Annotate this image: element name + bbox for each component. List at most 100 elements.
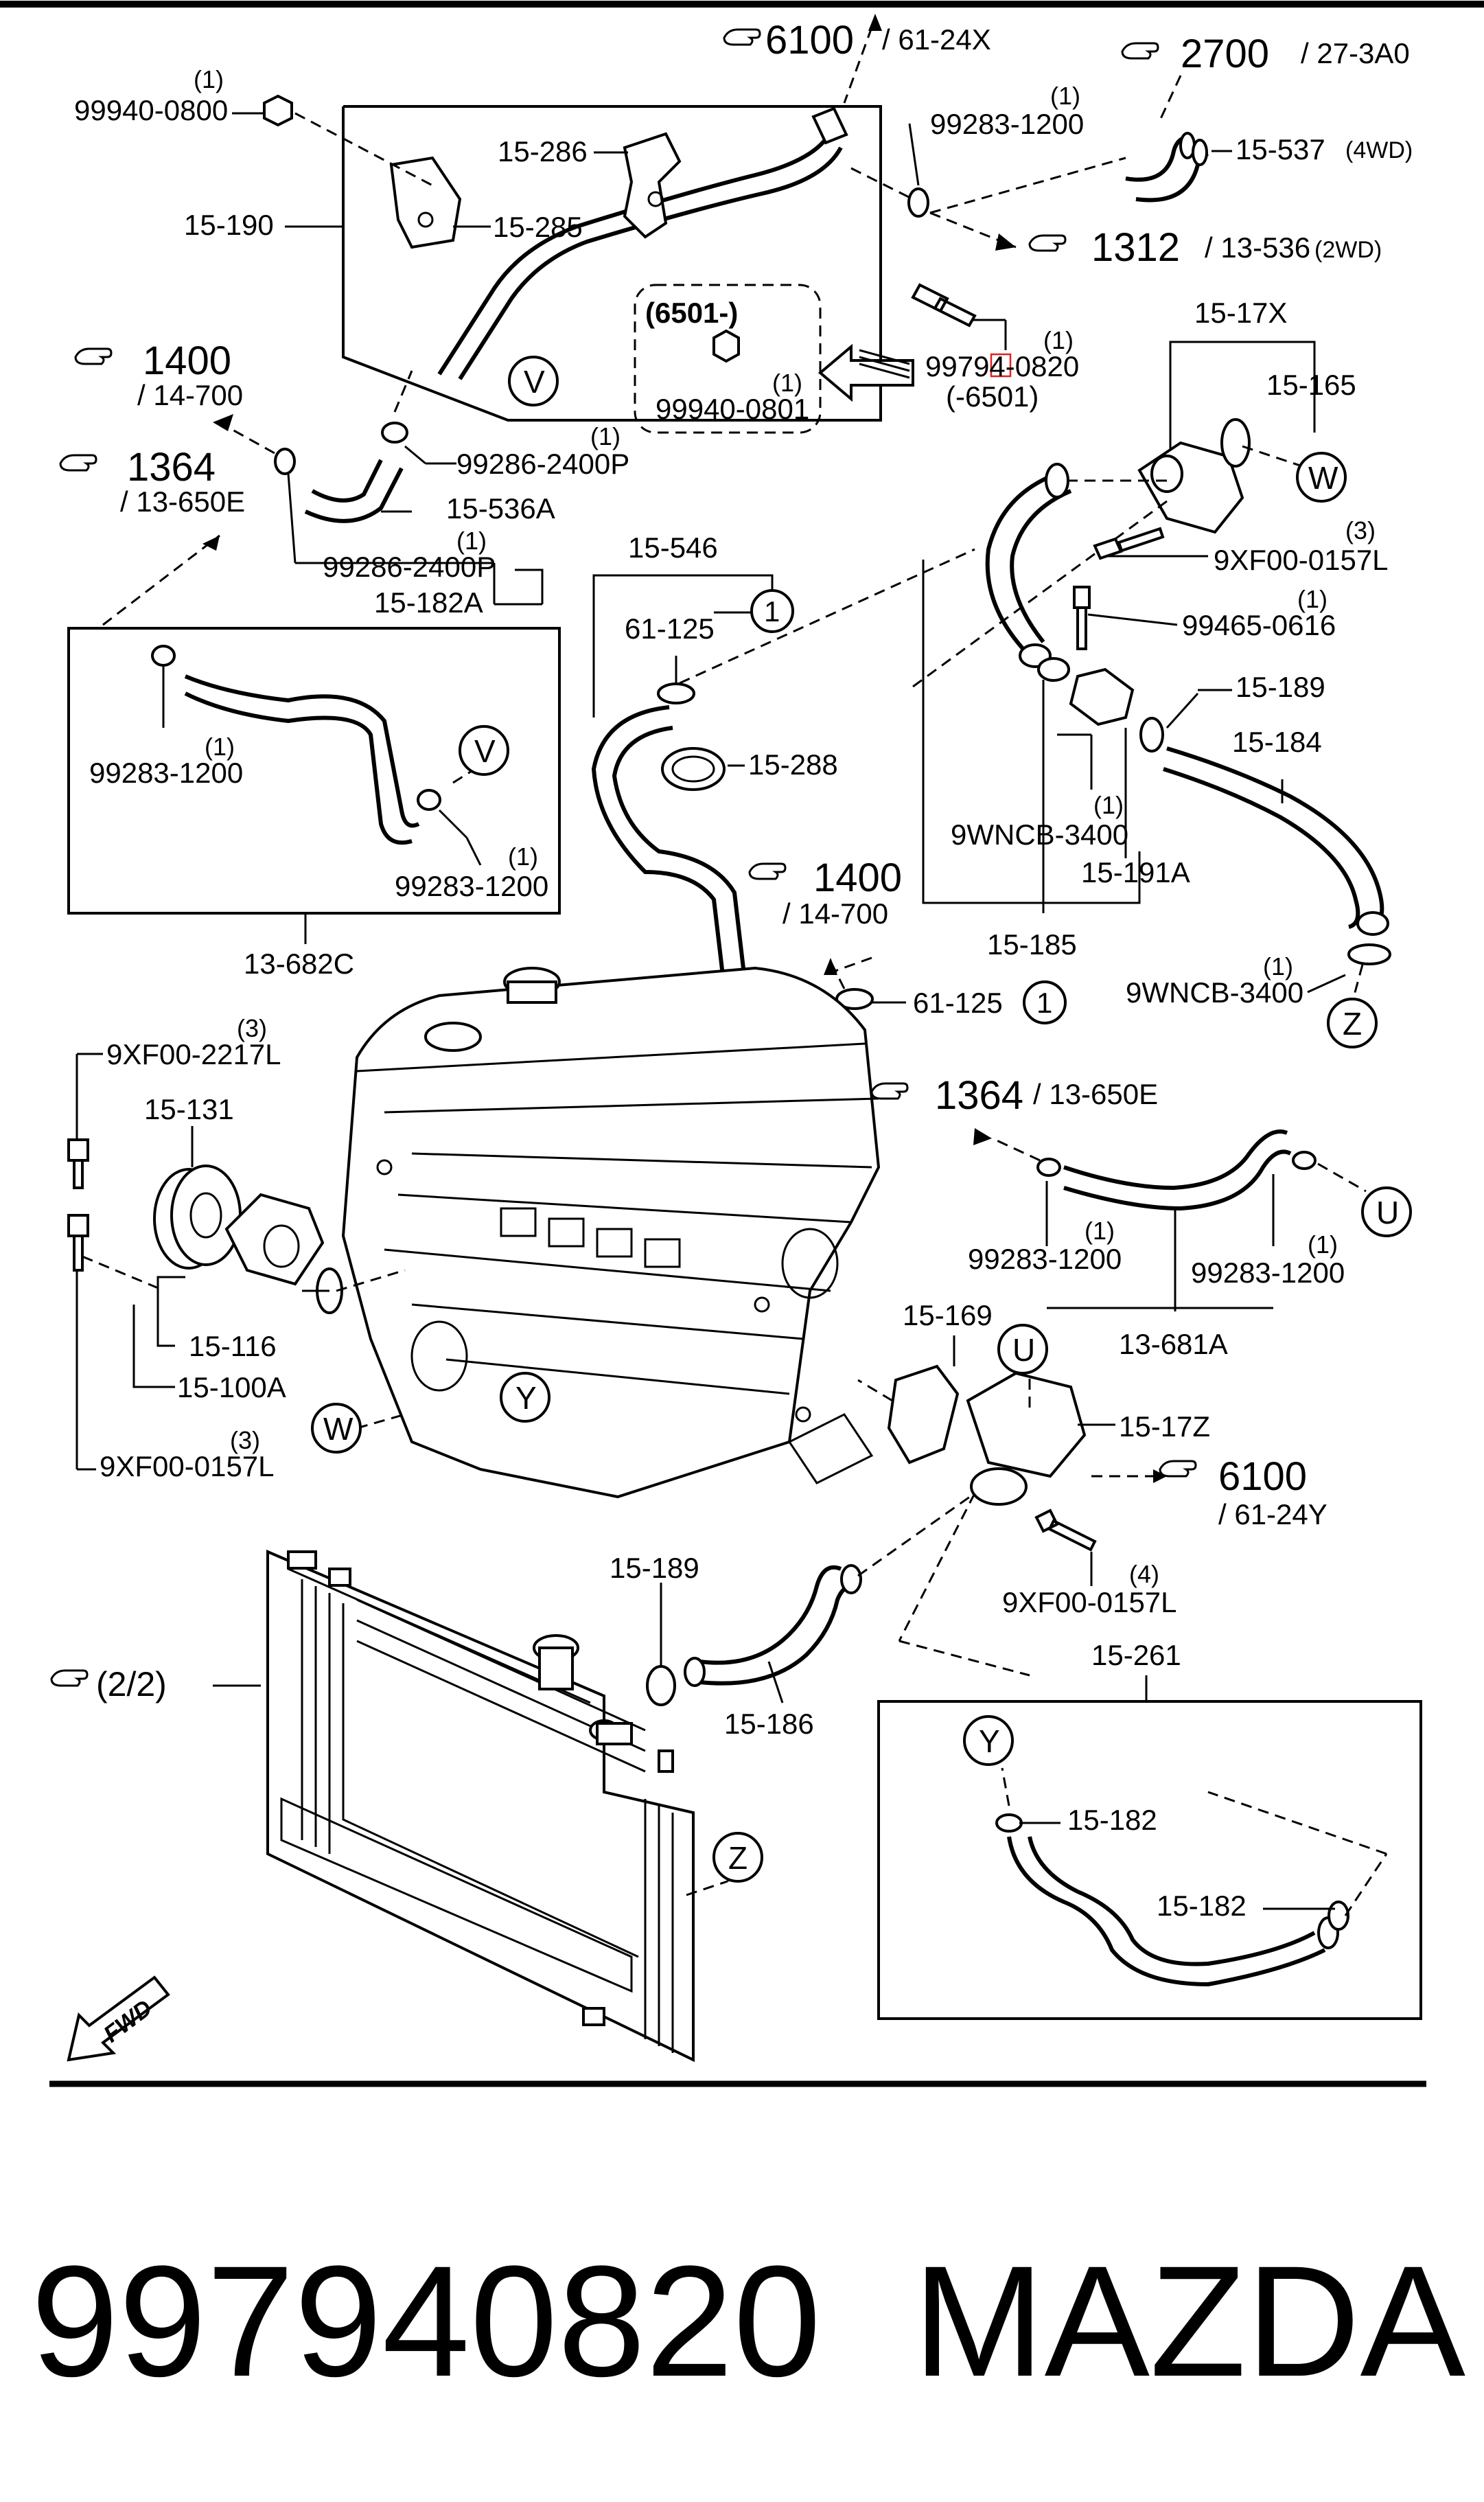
gasket-15-169 — [887, 1364, 960, 1465]
bolt-99794-0820 — [911, 283, 977, 328]
ref-number: 1312 — [1091, 225, 1180, 270]
part-label: 99940-0800 — [74, 94, 228, 126]
callout-V-1: V — [508, 356, 559, 406]
part-label: 99283-1200 — [968, 1243, 1122, 1275]
part-label: 15-537 — [1236, 133, 1325, 165]
qty-label: (3) — [1345, 516, 1376, 544]
part-label: 99283-1200 — [1191, 1256, 1345, 1289]
group-box-15-190 — [342, 105, 882, 422]
ref-number: 6100 — [765, 18, 854, 62]
callout-Y-2: Y — [963, 1715, 1014, 1766]
part-label: 99283-1200 — [930, 108, 1084, 140]
svg-text:V: V — [524, 364, 545, 400]
svg-text:Y: Y — [515, 1380, 537, 1416]
thermostat-15-17Z — [966, 1371, 1087, 1478]
hose-15-186 — [699, 1565, 842, 1665]
ref-1400-b[interactable]: 1400 / 14-700 — [748, 856, 902, 930]
part-label: 99465-0616 — [1182, 609, 1336, 641]
part-label: 15-261 — [1091, 1639, 1181, 1671]
engine-block — [341, 966, 881, 1499]
svg-text:1: 1 — [1036, 987, 1052, 1019]
ref-section: / 27-3A0 — [1301, 37, 1410, 69]
ref-1364-b[interactable]: 1364 / 13-650E — [870, 1073, 1158, 1118]
part-label: 99940-0801 — [656, 393, 809, 425]
part-label: 15-186 — [724, 1708, 814, 1740]
svg-text:1: 1 — [764, 595, 780, 628]
part-label: 13-681A — [1119, 1328, 1228, 1360]
group-box-15-261 — [877, 1700, 1422, 2020]
bolt-99465-0616 — [1073, 586, 1091, 650]
ref-section: / 13-536 — [1205, 231, 1310, 264]
part-label: 99283-1200 — [89, 757, 243, 789]
water-pipe-15-190 — [437, 136, 829, 376]
part-label: 15-165 — [1266, 369, 1356, 401]
part-label: 15-536A — [446, 492, 555, 525]
ref-section: / 13-650E — [120, 485, 245, 518]
clamp-99283-1200-a — [907, 187, 929, 218]
callout-W-2: W — [311, 1403, 362, 1454]
part-label: 15-182 — [1067, 1804, 1157, 1836]
svg-text:W: W — [323, 1411, 353, 1447]
part-label: 99283-1200 — [395, 870, 548, 902]
part-label: 9XF00-0157L — [100, 1450, 275, 1482]
bracket-15-285 — [389, 156, 462, 249]
part-label: 9WNCB-3400 — [1126, 976, 1303, 1009]
hose-13-681A — [1063, 1129, 1288, 1191]
part-label: 15-286 — [498, 135, 588, 168]
callout-W-1: W — [1296, 452, 1347, 503]
part-label: 9XF00-0157L — [1002, 1586, 1177, 1618]
ref-section: / 13-650E — [1033, 1078, 1158, 1110]
callout-U-2: U — [997, 1324, 1048, 1375]
inset-6501 — [634, 284, 822, 434]
part-label: 9WNCB-3400 — [951, 818, 1128, 851]
part-label: 15-189 — [1236, 671, 1325, 703]
bolt-9XF00-0157L-a — [1093, 527, 1165, 560]
ref-2-2[interactable]: (2/2) — [50, 1665, 167, 1703]
brand-caption: MAZDA — [913, 2233, 1465, 2409]
hose-15-536A — [311, 459, 383, 503]
part-label: 61-125 — [913, 987, 1003, 1019]
part-label: 15-190 — [184, 209, 274, 241]
part-label: 9XF00-2217L — [106, 1038, 281, 1070]
qty-label: (1) — [1308, 1230, 1338, 1259]
ref-number: 2700 — [1181, 32, 1269, 76]
ref-1364-a[interactable]: 1364 / 13-650E — [59, 445, 245, 518]
svg-text:Z: Z — [728, 1840, 747, 1876]
ref-number: 1364 — [935, 1073, 1023, 1118]
part-label: 15-184 — [1232, 726, 1322, 758]
part-label: 15-131 — [144, 1093, 234, 1125]
svg-text:Z: Z — [1343, 1006, 1362, 1042]
part-label: 15-285 — [493, 211, 583, 243]
qty-label: (1) — [1043, 326, 1074, 354]
ref-page: (2/2) — [96, 1665, 167, 1703]
part-label: 9XF00-0157L — [1214, 544, 1389, 576]
variant-label: (4WD) — [1345, 137, 1413, 163]
svg-text:U: U — [1012, 1332, 1035, 1368]
svg-text:W: W — [1308, 460, 1338, 496]
ref-section: / 61-24X — [882, 23, 991, 56]
bracket-15-286 — [623, 132, 682, 239]
part-label: 15-169 — [903, 1299, 993, 1331]
part-label: 15-546 — [628, 531, 718, 564]
qty-label: (1) — [590, 422, 621, 450]
ref-1400-a[interactable]: 1400 / 14-700 — [74, 338, 243, 411]
ref-1312[interactable]: 1312 / 13-536 (2WD) — [1028, 225, 1382, 270]
clamp-15-189-a — [1139, 717, 1164, 753]
bolt-9XF00-0157L-c — [1034, 1508, 1097, 1552]
ref-variant: (2WD) — [1314, 237, 1382, 263]
ref-6100-b[interactable]: 6100 / 61-24Y — [1159, 1454, 1328, 1530]
ref-6100-a[interactable]: 6100 / 61-24X — [723, 18, 991, 62]
direction-arrow — [818, 343, 914, 402]
callout-1-a: 1 — [750, 589, 794, 633]
radiator — [266, 1549, 695, 2063]
part-label: 15-17X — [1194, 297, 1287, 329]
callout-Z-1: Z — [1327, 998, 1378, 1048]
qty-label: (1) — [456, 527, 487, 555]
qty-label: (1) — [1085, 1217, 1115, 1245]
part-label: 15-116 — [189, 1330, 277, 1362]
ref-2700[interactable]: 2700 / 27-3A0 — [1121, 32, 1410, 76]
part-label: 15-182 — [1157, 1890, 1247, 1922]
qty-label: (1) — [194, 65, 224, 93]
highlight-box — [990, 353, 1012, 378]
